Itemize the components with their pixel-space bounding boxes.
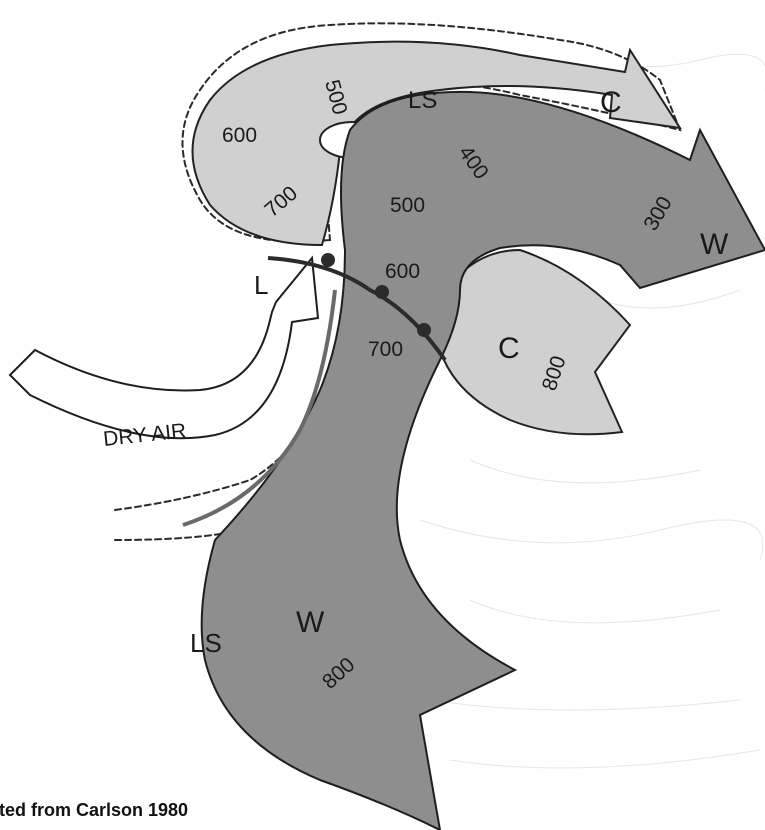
front-bulb <box>321 253 335 267</box>
label-low-l: L <box>254 270 268 300</box>
label-center-500: 500 <box>390 194 425 217</box>
label-center-600: 600 <box>385 260 420 283</box>
label-cold-upper-c: C <box>600 86 622 119</box>
front-bulb <box>375 285 389 299</box>
label-cold-upper-600: 600 <box>222 124 257 147</box>
label-ls-bottom: LS <box>190 628 222 658</box>
label-ls-top: LS <box>408 87 437 114</box>
label-cold-lower-c: C <box>498 332 520 365</box>
figure-caption: pted from Carlson 1980 <box>0 800 188 821</box>
cold-conveyor-lower <box>440 250 630 434</box>
label-center-700: 700 <box>368 338 403 361</box>
label-warm-upper-w: W <box>700 228 729 261</box>
label-warm-lower-w: W <box>296 606 325 639</box>
front-bulb <box>417 323 431 337</box>
dry-air-arrow <box>10 258 318 438</box>
